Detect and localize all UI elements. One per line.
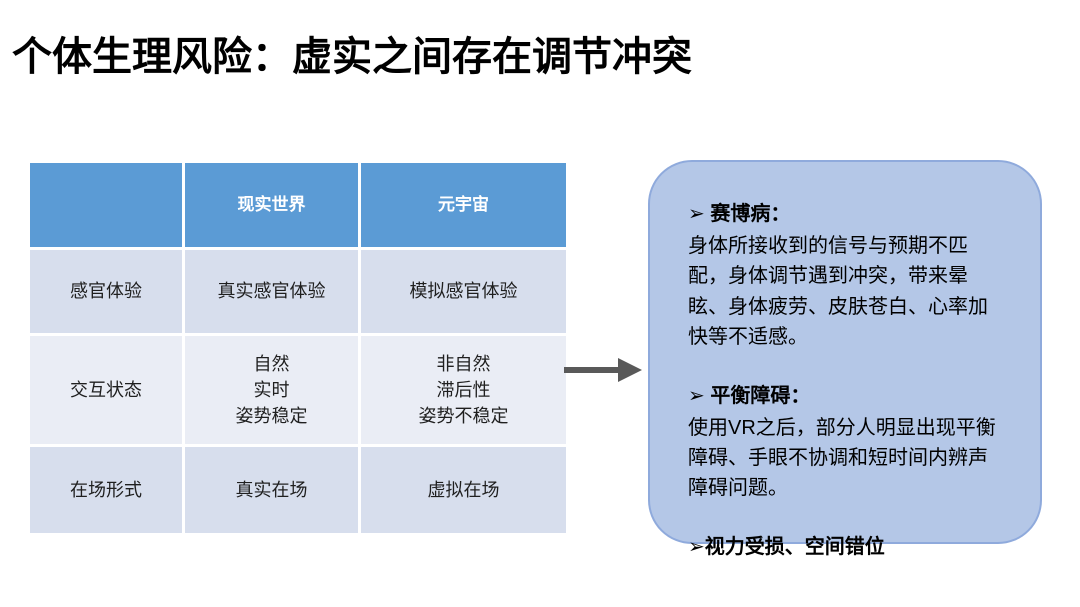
bullet-cybersickness: ➢ 赛博病： 身体所接收到的信号与预期不匹配，身体调节遇到冲突，带来晕眩、身体疲… — [688, 200, 1004, 353]
arrow-bullet-icon: ➢ — [688, 535, 705, 558]
bullet-heading-line: ➢视力受损、空间错位 — [688, 533, 1004, 562]
bullet-heading-line: ➢ 平衡障碍： — [688, 382, 1004, 411]
bullet-heading: 赛博病： — [704, 203, 791, 225]
cell-sensory-real: 真实感官体验 — [185, 250, 358, 333]
bullet-balance-disorder: ➢ 平衡障碍： 使用VR之后，部分人明显出现平衡障碍、手眼不协调和短时间内辨声障… — [688, 382, 1004, 504]
cell-presence-real: 真实在场 — [185, 447, 358, 533]
cell-interaction-real: 自然 实时 姿势稳定 — [185, 336, 358, 444]
cell-interaction-metaverse: 非自然 滞后性 姿势不稳定 — [361, 336, 566, 444]
comparison-table: 现实世界 元宇宙 感官体验 真实感官体验 模拟感官体验 交互状态 自然 实时 姿… — [30, 163, 566, 533]
row-label-presence: 在场形式 — [30, 447, 182, 533]
arrow-bullet-icon: ➢ — [688, 384, 705, 407]
header-cell-blank — [30, 163, 182, 247]
risk-callout-box: ➢ 赛博病： 身体所接收到的信号与预期不匹配，身体调节遇到冲突，带来晕眩、身体疲… — [648, 160, 1042, 558]
row-label-sensory: 感官体验 — [30, 250, 182, 333]
right-arrow-icon — [564, 358, 642, 382]
header-cell-real-world: 现实世界 — [185, 163, 358, 247]
arrow-bullet-icon: ➢ — [688, 203, 705, 225]
bullet-vision-damage: ➢视力受损、空间错位 — [688, 533, 1004, 562]
bullet-heading: 视力受损、空间错位 — [704, 535, 885, 558]
bullet-body: 使用VR之后，部分人明显出现平衡障碍、手眼不协调和短时间内辨声障碍问题。 — [688, 416, 996, 500]
bullet-heading: 平衡障碍： — [704, 384, 811, 407]
page-title: 个体生理风险：虚实之间存在调节冲突 — [12, 34, 692, 79]
header-cell-metaverse: 元宇宙 — [361, 163, 566, 247]
row-label-interaction: 交互状态 — [30, 336, 182, 444]
bullet-body: 身体所接收到的信号与预期不匹配，身体调节遇到冲突，带来晕眩、身体疲劳、皮肤苍白、… — [688, 235, 988, 349]
cell-sensory-metaverse: 模拟感官体验 — [361, 250, 566, 333]
cell-presence-metaverse: 虚拟在场 — [361, 447, 566, 533]
bullet-heading-line: ➢ 赛博病： — [688, 200, 1004, 229]
